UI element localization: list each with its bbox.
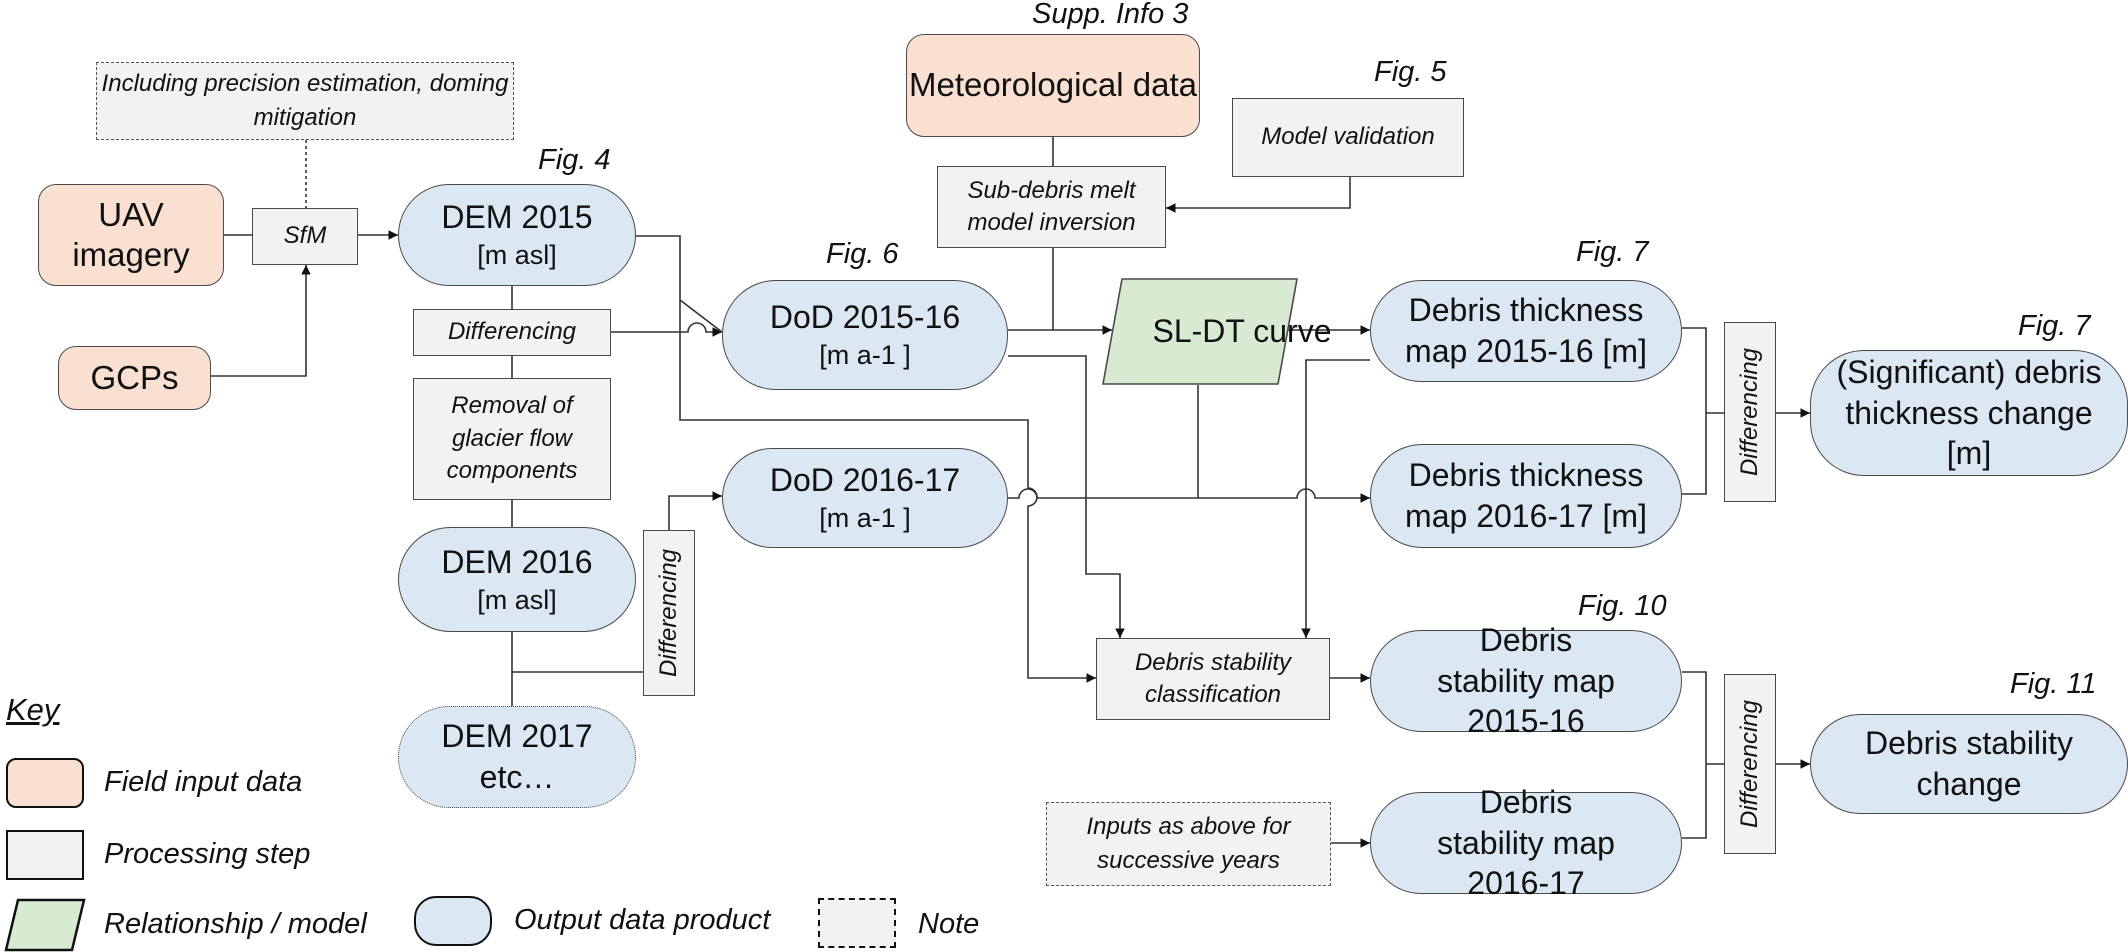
differencing-2015-step: Differencing bbox=[413, 309, 611, 356]
key-title: Key bbox=[6, 692, 60, 727]
dod-2015-16-title: DoD 2015-16 bbox=[769, 299, 961, 336]
key-swatch-processing bbox=[6, 830, 84, 880]
glacier-flow-removal-step: Removal of glacier flow components bbox=[413, 378, 611, 500]
sl-dt-curve-label: SL-DT curve bbox=[1152, 313, 1332, 350]
meteorological-data-node: Meteorological data bbox=[906, 34, 1200, 137]
gcps-to-sfm-arrow bbox=[211, 265, 311, 377]
fig-ref-5: Fig. 5 bbox=[1374, 56, 1447, 88]
thickness-map-2015-16-node: Debris thickness map 2015-16 [m] bbox=[1370, 280, 1682, 382]
differencing-stability-step: Differencing bbox=[1724, 674, 1776, 854]
melt-model-inversion-step: Sub-debris melt model inversion bbox=[937, 166, 1166, 248]
thickness-change-node: (Significant) debris thickness change [m… bbox=[1810, 350, 2128, 476]
model-validation-step: Model validation bbox=[1232, 98, 1464, 177]
key-swatch-relationship bbox=[4, 898, 86, 952]
key-label-relationship: Relationship / model bbox=[104, 908, 367, 940]
dod-2016-17-title: DoD 2016-17 bbox=[769, 462, 961, 499]
fig-ref-10: Fig. 10 bbox=[1578, 590, 1667, 622]
gcps-node: GCPs bbox=[58, 346, 211, 410]
diff2016-to-dod1617-arrow bbox=[668, 491, 722, 530]
uav-imagery-node: UAV imagery bbox=[38, 184, 224, 286]
successive-years-note: Inputs as above for successive years bbox=[1046, 802, 1331, 886]
dod-2016-17-unit: [m a-1 ] bbox=[819, 503, 911, 534]
dod1617-to-thickness1617-arrow bbox=[1000, 488, 1370, 503]
stability-map-2015-16-node: Debris stability map 2015-16 bbox=[1370, 622, 1682, 739]
stability-map-2016-17-node: Debris stability map 2016-17 bbox=[1370, 784, 1682, 901]
key-swatch-field bbox=[6, 758, 84, 808]
dod-2015-16-node: DoD 2015-16 [m a-1 ] bbox=[722, 280, 1008, 390]
key-label-field: Field input data bbox=[104, 766, 303, 798]
differencing-2016-label: Differencing bbox=[655, 548, 682, 678]
diff2015-to-dod1516-arrow bbox=[611, 322, 722, 337]
stability-change-node: Debris stability change bbox=[1810, 714, 2128, 814]
validation-to-inversion-arrow bbox=[1166, 177, 1351, 213]
key-swatch-output bbox=[414, 896, 492, 946]
dem-2016-node: DEM 2016 [m asl] bbox=[398, 527, 636, 632]
sfm-step: SfM bbox=[252, 208, 358, 265]
dem-2016-title: DEM 2016 bbox=[441, 543, 593, 580]
differencing-thickness-step: Differencing bbox=[1724, 322, 1776, 502]
fig-ref-6: Fig. 6 bbox=[826, 238, 899, 270]
dod-2015-16-unit: [m a-1 ] bbox=[819, 340, 911, 371]
fig-ref-7a: Fig. 7 bbox=[1576, 236, 1649, 268]
key-swatch-note bbox=[818, 898, 896, 948]
fig-ref-supp-info-3: Supp. Info 3 bbox=[1032, 0, 1189, 30]
thickness-map-2016-17-node: Debris thickness map 2016-17 [m] bbox=[1370, 444, 1682, 548]
key-label-output: Output data product bbox=[514, 904, 771, 936]
dem-2016-unit: [m asl] bbox=[477, 584, 557, 615]
dod1516-to-stability-arrow bbox=[1008, 355, 1125, 638]
thickness-bracket-line bbox=[1682, 327, 1707, 495]
stability-bracket-line bbox=[1682, 671, 1707, 839]
differencing-2016-step: Differencing bbox=[643, 530, 695, 696]
fig-ref-7b: Fig. 7 bbox=[2018, 310, 2091, 342]
differencing-thickness-label: Differencing bbox=[1736, 347, 1763, 477]
dem2015-to-dod-line bbox=[636, 235, 723, 333]
dem-2015-node: DEM 2015 [m asl] bbox=[398, 184, 636, 286]
key-label-processing: Processing step bbox=[104, 838, 311, 870]
sl-dt-parallelogram bbox=[1102, 278, 1298, 385]
dem-2017-node: DEM 2017 etc… bbox=[398, 706, 636, 808]
sl-dt-curve-node: SL-DT curve bbox=[1100, 278, 1332, 385]
thickness1516-to-stability-arrow bbox=[1301, 359, 1370, 638]
fig-ref-4: Fig. 4 bbox=[538, 144, 611, 176]
fig-ref-11: Fig. 11 bbox=[2010, 668, 2097, 700]
precision-note: Including precision estimation, doming m… bbox=[96, 62, 514, 140]
key-label-note: Note bbox=[918, 908, 980, 940]
stability-classification-step: Debris stability classification bbox=[1096, 638, 1330, 720]
dem-2015-title: DEM 2015 bbox=[441, 199, 593, 236]
dod-2016-17-node: DoD 2016-17 [m a-1 ] bbox=[722, 448, 1008, 548]
dem-2015-unit: [m asl] bbox=[477, 240, 557, 271]
differencing-stability-label: Differencing bbox=[1736, 699, 1763, 829]
